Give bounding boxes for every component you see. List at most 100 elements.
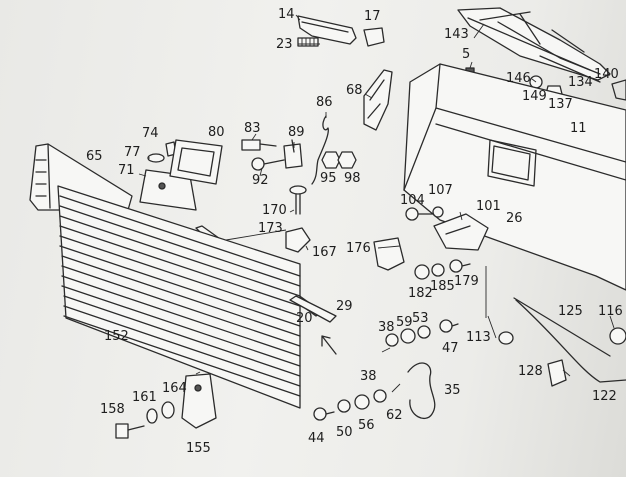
part-44-bolt (313, 407, 335, 421)
label-140: 140 (594, 67, 619, 82)
part-152-grille (57, 185, 301, 409)
label-170: 170 (262, 203, 287, 218)
part-53-washer (417, 325, 431, 339)
label-23: 23 (276, 37, 293, 52)
label-50: 50 (336, 425, 353, 440)
part-11-panel (403, 63, 626, 291)
part-56-washer (354, 394, 370, 410)
label-44: 44 (308, 431, 325, 446)
part-143-rail (457, 7, 611, 83)
label-47: 47 (442, 341, 459, 356)
part-20-strip (289, 295, 337, 323)
part-38-washer (385, 333, 399, 347)
part-68-bracket (363, 69, 393, 131)
label-137: 137 (548, 97, 573, 112)
part-17-clip (363, 27, 385, 47)
label-128: 128 (518, 364, 543, 379)
label-158: 158 (100, 402, 125, 417)
label-176: 176 (346, 241, 371, 256)
label-146: 146 (506, 71, 531, 86)
part-167-clip (285, 227, 311, 253)
part-164-bracket (181, 373, 217, 429)
label-113: 113 (466, 330, 491, 345)
label-116: 116 (598, 304, 623, 319)
part-50-washer (337, 399, 351, 413)
label-185: 185 (430, 279, 455, 294)
part-14-handle (297, 15, 357, 45)
label-38b: 38 (360, 369, 377, 384)
label-161: 161 (132, 390, 157, 405)
part-92-bolt (251, 157, 285, 171)
label-104: 104 (400, 193, 425, 208)
label-134: 134 (568, 75, 593, 90)
leader-lines (138, 14, 615, 393)
label-83: 83 (244, 121, 261, 136)
label-29: 29 (336, 299, 353, 314)
part-104-bolt (405, 207, 433, 221)
part-125-rod (513, 297, 611, 357)
label-59: 59 (396, 315, 413, 330)
label-179: 179 (454, 274, 479, 289)
part-95-nut (321, 151, 341, 169)
label-164: 164 (162, 381, 187, 396)
part-83-bolt (241, 139, 277, 151)
label-149: 149 (522, 89, 547, 104)
part-176-bracket (373, 237, 405, 271)
label-125: 125 (558, 304, 583, 319)
label-167: 167 (312, 245, 337, 260)
part-122-cable (515, 299, 626, 383)
part-77-washer (147, 153, 165, 163)
part-161-washer-2 (146, 408, 158, 424)
part-170-screw (289, 185, 307, 215)
label-101: 101 (476, 199, 501, 214)
pencil-arrow-mark (321, 335, 337, 355)
part-80-frame (169, 139, 223, 185)
label-14: 14 (278, 7, 295, 22)
label-53: 53 (412, 311, 429, 326)
part-71-plate (139, 169, 197, 211)
label-68: 68 (346, 83, 363, 98)
part-62-washer (373, 389, 387, 403)
label-26: 26 (506, 211, 523, 226)
part-107-washer (432, 206, 444, 218)
label-152: 152 (104, 329, 129, 344)
part-23-screw (297, 37, 319, 47)
label-56: 56 (358, 418, 375, 433)
part-59-washer (400, 328, 416, 344)
part-179-bolt (449, 259, 471, 273)
part-89-bracket (283, 139, 303, 169)
label-155: 155 (186, 441, 211, 456)
part-35-spring (407, 362, 436, 419)
label-143: 143 (444, 27, 469, 42)
label-38a: 38 (378, 320, 395, 335)
label-65: 65 (86, 149, 103, 164)
label-122: 122 (592, 389, 617, 404)
label-5: 5 (462, 47, 471, 62)
part-86-rod (311, 115, 329, 185)
label-92: 92 (252, 173, 269, 188)
label-182: 182 (408, 286, 433, 301)
label-107: 107 (428, 183, 453, 198)
part-185-washer (431, 263, 445, 277)
label-20: 20 (296, 311, 313, 326)
label-35: 35 (444, 383, 461, 398)
part-161-washer (161, 401, 175, 419)
label-62: 62 (386, 408, 403, 423)
label-173: 173 (258, 221, 283, 236)
part-158-bolt (115, 423, 145, 439)
part-128-clip (547, 359, 567, 387)
part-116-nut (609, 327, 626, 345)
label-77: 77 (124, 145, 141, 160)
label-80: 80 (208, 125, 225, 140)
label-86: 86 (316, 95, 333, 110)
part-47-bolt (439, 319, 459, 333)
label-74: 74 (142, 126, 159, 141)
part-98-nut (337, 151, 357, 169)
label-11: 11 (570, 121, 587, 136)
label-95: 95 (320, 171, 337, 186)
label-98: 98 (344, 171, 361, 186)
label-89: 89 (288, 125, 305, 140)
label-17: 17 (364, 9, 381, 24)
